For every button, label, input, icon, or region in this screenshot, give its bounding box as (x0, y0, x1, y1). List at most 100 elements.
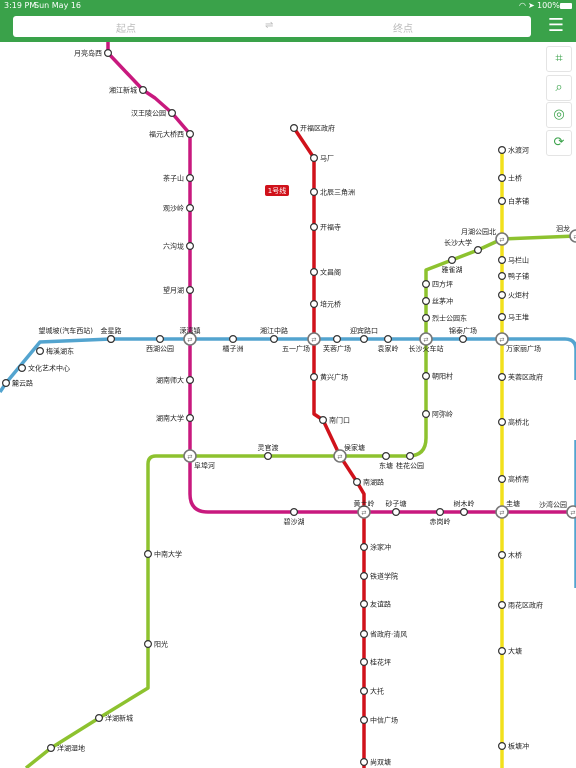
station-yuehu-gongyuan-bei[interactable]: ⇄月湖公园北 (461, 227, 509, 246)
station-youyilu[interactable]: 友谊路 (360, 600, 391, 609)
station-label: 长沙大学 (444, 238, 472, 247)
station-jinxinglu[interactable]: 金星路 (101, 326, 122, 344)
line-1-badge[interactable]: 1号线 (265, 185, 289, 196)
station-lilong[interactable]: ⇄洄龙 (556, 224, 576, 243)
station-guihuaping[interactable]: 桂花坪 (360, 658, 391, 667)
station-xihu-gongyuan[interactable]: 西湖公园 (146, 335, 174, 353)
station-fuyuan-daqiao-xi[interactable]: 福元大桥西 (149, 130, 195, 139)
station-shuiduhe[interactable]: 水渡河 (498, 146, 529, 155)
station-shumuling[interactable]: 树木岭 (454, 499, 475, 517)
station-tuqiao[interactable]: 土桥 (498, 174, 522, 183)
station-luyunlu[interactable]: 麓云路 (1, 379, 33, 388)
station-machang[interactable]: 马厂 (310, 154, 334, 163)
station-mawangdui[interactable]: 马王堆 (498, 313, 529, 322)
station-xiangjiang-xincheng[interactable]: 湘江新城 (109, 86, 148, 95)
station-gaoqiao-bei[interactable]: 高桥北 (498, 418, 529, 427)
menu-button[interactable]: ☰ (544, 15, 568, 37)
station-shangshuangtang[interactable]: 尚双塘 (360, 758, 391, 767)
station-yangguang[interactable]: 阳光 (144, 640, 168, 649)
station-yuhua-qu[interactable]: 雨花区政府 (498, 601, 543, 610)
station-yuanjialing[interactable]: 袁家岭 (378, 335, 399, 353)
station-yazipu[interactable]: 鸭子铺 (498, 272, 529, 281)
station-shengzhengfu[interactable]: 省政府·清风 (360, 630, 408, 639)
start-station-input[interactable]: 起点 (116, 24, 136, 35)
station-liuchengqiao[interactable]: ⇄溁湾镇 (180, 326, 201, 346)
station-hunan-daxue[interactable]: 湖南大学 (156, 414, 195, 423)
station-peiyuanqiao[interactable]: 培元桥 (310, 300, 341, 309)
station-bishahu[interactable]: 碧沙湖 (284, 508, 305, 526)
station-lingguandu[interactable]: 灵官渡 (258, 443, 279, 461)
station-datang[interactable]: 大塘 (498, 647, 522, 656)
station-furong-guangchang[interactable]: 芙蓉广场 (323, 335, 351, 353)
station-hanwangling[interactable]: 汉王陵公园 (131, 109, 177, 118)
station-wangyuehu[interactable]: 望月湖 (163, 286, 195, 295)
station-dot (186, 130, 195, 139)
line-1-path (292, 127, 366, 768)
station-simaochong[interactable]: 丝茅冲 (422, 297, 453, 306)
station-dongtang[interactable]: 东塘 (379, 452, 393, 470)
station-changsha-daxue[interactable]: 长沙大学 (444, 238, 483, 255)
station-furong-qu[interactable]: 芙蓉区政府 (498, 373, 543, 382)
station-muqiao[interactable]: 木桥 (498, 551, 522, 560)
station-yanghu-shidi[interactable]: 洋湖湿地 (46, 744, 85, 753)
station-houjiatang[interactable]: ⇄侯家塘 (333, 443, 365, 463)
station-label: 南湖路 (363, 478, 384, 487)
station-juzizhou[interactable]: 橘子洲 (223, 335, 244, 353)
status-battery: 100% (537, 1, 560, 10)
station-nanmenkou[interactable]: 南门口 (319, 416, 350, 425)
station-fuduhe[interactable]: ⇄阜埠河 (183, 449, 215, 470)
station-yaquehu[interactable]: 雅雀湖 (442, 256, 463, 274)
station-malanshan[interactable]: 马栏山 (498, 256, 529, 265)
station-dot (436, 508, 445, 517)
search-station-button[interactable]: ⌕ (546, 75, 572, 101)
refresh-button[interactable]: ⟳ (546, 130, 572, 156)
station-yanghu-xincheng[interactable]: 洋湖新城 (94, 714, 133, 723)
station-huangtuling[interactable]: ⇄黄土岭 (354, 499, 375, 519)
station-kaifusi[interactable]: 开福寺 (310, 223, 341, 232)
station-guihua-gongyuan[interactable]: 桂花公园 (396, 452, 424, 470)
station-dot (186, 286, 195, 295)
station-tiedao-xueyuan[interactable]: 铁道学院 (360, 572, 398, 581)
station-label: 芙蓉区政府 (508, 373, 543, 382)
station-nanhulu[interactable]: 南湖路 (353, 478, 384, 487)
station-hunan-shida[interactable]: 湖南师大 (156, 376, 195, 385)
swap-icon[interactable]: ⇌ (265, 20, 274, 31)
station-datuo[interactable]: 大托 (360, 687, 384, 696)
station-gaoqiao-nan[interactable]: 高桥南 (498, 475, 529, 484)
station-wuyiguangchang[interactable]: ⇄五一广场 (282, 332, 321, 353)
station-baimaopu[interactable]: 白茅铺 (498, 197, 529, 206)
station-lieshi-gongyuan[interactable]: 烈士公园东 (422, 314, 467, 323)
station-wenchangge[interactable]: 文昌阁 (310, 268, 341, 277)
station-zhongxin-guangchang[interactable]: 中信广场 (360, 716, 398, 725)
station-chazishan[interactable]: 茶子山 (163, 174, 195, 183)
station-chigangling[interactable]: 赤岗岭 (430, 508, 451, 526)
station-guitang[interactable]: ⇄圭塘 (495, 499, 520, 519)
station-amiling[interactable]: 阿弥岭 (422, 410, 453, 419)
station-wenhua-yishu[interactable]: 文化艺术中心 (18, 364, 70, 373)
refresh-icon: ⟳ (553, 135, 565, 150)
station-tujiachong[interactable]: 涂家冲 (360, 543, 391, 552)
station-changsha-huochezhan[interactable]: ⇄长沙火车站 (409, 332, 444, 353)
station-huojucun[interactable]: 火炬村 (498, 291, 529, 300)
station-zhongnan-daxue[interactable]: 中南大学 (144, 550, 182, 559)
station-shawan-gongyuan[interactable]: ⇄沙湾公园 (539, 500, 576, 519)
station-sifangping[interactable]: 四方坪 (422, 280, 453, 289)
end-station-input[interactable]: 终点 (393, 24, 413, 35)
station-shazitang[interactable]: 砂子塘 (386, 499, 407, 517)
station-xiangjiang-zhonglu[interactable]: 湘江中路 (260, 326, 288, 344)
station-banchong[interactable]: 板塘冲 (498, 742, 529, 751)
station-yingbinlu[interactable]: 迎宾路口 (350, 326, 378, 344)
station-kaifuqu[interactable]: 开福区政府 (290, 124, 335, 133)
station-beichen[interactable]: 北辰三角洲 (310, 188, 355, 197)
station-meixihu-dong[interactable]: 梅溪湖东 (35, 347, 74, 356)
station-jintai-guangchang[interactable]: 锦泰广场 (449, 326, 477, 344)
station-huangxing[interactable]: 黄兴广场 (310, 373, 348, 382)
station-yueliangdao-xi[interactable]: 月亮岛西 (74, 49, 112, 58)
station-liugoulong[interactable]: 六沟垅 (163, 242, 195, 251)
locate-button[interactable]: ◎ (546, 102, 572, 128)
station-chaoyangcun[interactable]: 朝阳村 (422, 372, 453, 381)
station-wanjiali-guangchang[interactable]: ⇄万家丽广场 (495, 332, 541, 353)
crop-tool-button[interactable]: ⌗ (546, 46, 572, 72)
station-guanshaling[interactable]: 观沙岭 (163, 204, 195, 213)
